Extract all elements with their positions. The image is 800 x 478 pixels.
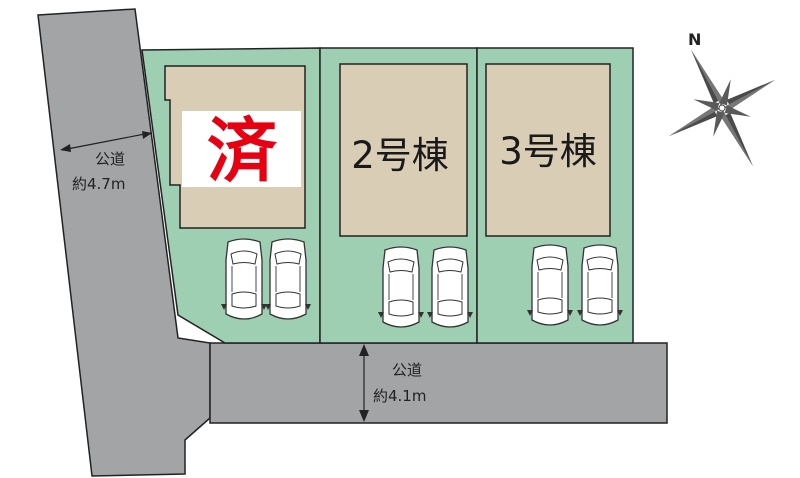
building-2-label: 2号棟 [351, 134, 449, 177]
sold-mark: 済 [207, 110, 278, 192]
parking-car [526, 244, 574, 326]
parking-car [576, 244, 624, 326]
road-left-label: 公道 [95, 150, 125, 168]
parking-car [220, 238, 268, 320]
compass-rose-icon [669, 49, 775, 167]
road-bottom-width: 約4.1m [373, 387, 426, 405]
sold-label-box [182, 111, 301, 187]
road-left-width-arrow [60, 131, 152, 152]
parking-car [377, 246, 425, 328]
road-bottom [209, 342, 668, 424]
building-3 [485, 63, 611, 237]
road-left-width: 約4.7m [72, 175, 125, 193]
road-bottom-width-arrow [359, 344, 369, 422]
road-bottom-label: 公道 [392, 361, 422, 379]
parking-car [264, 238, 312, 320]
compass-north-label: N [688, 30, 701, 49]
building-3-label: 3号棟 [499, 130, 597, 173]
building-2 [339, 63, 468, 237]
parking-car [426, 246, 474, 328]
